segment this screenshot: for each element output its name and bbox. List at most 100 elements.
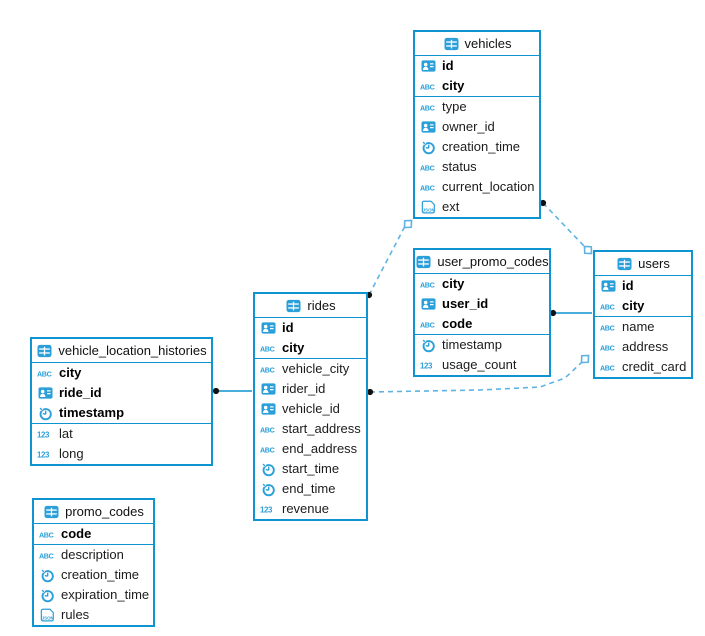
- field-name: vehicle_id: [282, 401, 340, 416]
- field-name: timestamp: [442, 337, 502, 352]
- field-creation_time[interactable]: creation_time: [34, 565, 153, 585]
- abc-icon: ABC: [260, 443, 277, 455]
- svg-text:123: 123: [420, 361, 433, 370]
- field-rider_id[interactable]: rider_id: [255, 379, 366, 399]
- field-start_time[interactable]: start_time: [255, 459, 366, 479]
- clock-icon: [420, 140, 437, 155]
- svg-text:ABC: ABC: [420, 281, 435, 289]
- field-long[interactable]: 123 long: [32, 444, 211, 464]
- field-id[interactable]: id: [415, 56, 539, 76]
- field-name: id: [282, 320, 294, 335]
- field-ride_id[interactable]: ride_id: [32, 383, 211, 403]
- number-icon: 123: [260, 503, 277, 515]
- svg-text:ABC: ABC: [260, 446, 275, 454]
- svg-text:ABC: ABC: [420, 104, 435, 112]
- abc-icon: ABC: [420, 181, 437, 193]
- id-card-icon: [260, 321, 277, 335]
- number-icon: 123: [37, 428, 54, 440]
- relation-endpoint-dot: [366, 388, 374, 396]
- entity-header[interactable]: vehicles: [415, 32, 539, 56]
- field-id[interactable]: id: [595, 276, 691, 296]
- clock-icon: [39, 588, 56, 603]
- field-id[interactable]: id: [255, 318, 366, 338]
- svg-text:ABC: ABC: [420, 83, 435, 91]
- entity-header[interactable]: rides: [255, 294, 366, 318]
- columns-section: ABC description creation_time expiration_…: [34, 544, 153, 625]
- relation-endpoint-dot: [212, 387, 220, 395]
- id-card-icon: [37, 386, 54, 400]
- field-owner_id[interactable]: owner_id: [415, 117, 539, 137]
- field-name: creation_time: [442, 139, 521, 154]
- field-vehicle_id[interactable]: vehicle_id: [255, 399, 366, 419]
- entity-header[interactable]: user_promo_codes: [415, 250, 549, 274]
- field-name: ride_id: [59, 385, 102, 400]
- svg-text:123: 123: [37, 450, 50, 459]
- entity-header[interactable]: promo_codes: [34, 500, 153, 524]
- table-icon: [43, 505, 60, 519]
- field-name: address: [622, 339, 669, 354]
- number-icon: 123: [37, 448, 54, 460]
- field-timestamp[interactable]: timestamp: [415, 335, 549, 355]
- relation-endpoint-dot: [539, 199, 547, 207]
- field-end_time[interactable]: end_time: [255, 479, 366, 499]
- entity-header[interactable]: users: [595, 252, 691, 276]
- id-card-icon: [260, 402, 277, 416]
- field-user_id[interactable]: user_id: [415, 294, 549, 314]
- clock-icon: [260, 482, 277, 497]
- field-description[interactable]: ABC description: [34, 545, 153, 565]
- field-name: owner_id: [442, 119, 495, 134]
- field-name: long: [59, 446, 84, 461]
- relation-endpoint-diamond: [583, 245, 593, 255]
- field-creation_time[interactable]: creation_time: [415, 137, 539, 157]
- entity-title: vehicle_location_histories: [58, 343, 207, 358]
- field-expiration_time[interactable]: expiration_time: [34, 585, 153, 605]
- table-icon: [616, 257, 633, 271]
- relation-rides-to-vehicles[interactable]: [368, 223, 409, 296]
- field-name: user_id: [442, 296, 489, 311]
- relation-endpoint-diamond: [580, 354, 590, 364]
- relation-vehicles-to-users[interactable]: [542, 202, 589, 251]
- svg-text:JSON: JSON: [423, 207, 435, 212]
- field-name: end_time: [282, 481, 336, 496]
- svg-text:ABC: ABC: [260, 345, 275, 353]
- abc-icon: ABC: [39, 549, 56, 561]
- clock-icon: [260, 462, 277, 477]
- svg-text:ABC: ABC: [260, 366, 275, 374]
- field-timestamp[interactable]: timestamp: [32, 403, 211, 423]
- entity-header[interactable]: vehicle_location_histories: [32, 339, 211, 363]
- field-name: rider_id: [282, 381, 326, 396]
- abc-icon: ABC: [420, 278, 437, 290]
- field-name: description: [61, 547, 124, 562]
